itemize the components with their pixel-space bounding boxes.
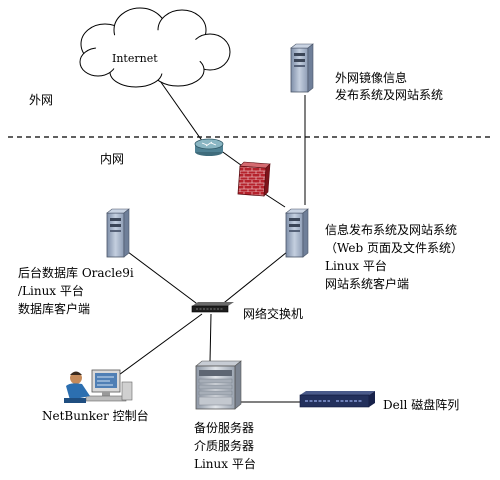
router-icon (194, 138, 224, 156)
switch-label: 网络交换机 (243, 307, 304, 321)
rack-server-icon (195, 360, 242, 410)
db-server-label-line: /Linux 平台 (18, 284, 84, 298)
link-db-server-switch (127, 251, 201, 307)
tower-server-icon (285, 208, 309, 258)
mirror-server-label: 外网镜像信息 发布系统及网站系统 (335, 70, 443, 104)
publish-server-label-line: （Web 页面及文件系统） (325, 241, 463, 255)
external-network-label: 外网 (29, 93, 54, 107)
internet-label: Internet (112, 52, 158, 65)
link-switch-backup-server (209, 313, 212, 363)
console-label: NetBunker 控制台 (42, 409, 149, 423)
disk-array-label: Dell 磁盘阵列 (383, 398, 460, 412)
firewall-icon (237, 161, 271, 197)
db-server-label: 后台数据库 Oracle9i /Linux 平台 数据库客户端 (18, 264, 134, 318)
backup-server-label: 备份服务器 介质服务器 Linux 平台 (194, 419, 256, 473)
db-server-label-line: 后台数据库 Oracle9i (18, 266, 134, 280)
link-publish-server-switch (219, 247, 293, 307)
backup-server-label-line: 介质服务器 (194, 439, 255, 453)
publish-server-label: 信息发布系统及网站系统 （Web 页面及文件系统） Linux 平台 网站系统客… (325, 221, 463, 293)
publish-server-label-line: 网站系统客户端 (325, 277, 410, 291)
tower-server-icon (106, 208, 130, 258)
backup-server-label-line: 备份服务器 (194, 421, 255, 435)
tower-server-icon (290, 43, 314, 93)
internal-network-label: 内网 (100, 152, 125, 166)
cloud-icon (79, 7, 231, 88)
disk-array-icon (299, 391, 375, 408)
network-switch-icon (191, 302, 234, 313)
publish-server-label-line: Linux 平台 (325, 259, 387, 273)
connections (111, 77, 306, 403)
link-internet-router (157, 77, 206, 146)
mirror-server-label-line: 发布系统及网站系统 (335, 88, 444, 102)
link-switch-console (111, 313, 203, 381)
publish-server-label-line: 信息发布系统及网站系统 (325, 223, 458, 237)
backup-server-label-line: Linux 平台 (194, 457, 256, 471)
db-server-label-line: 数据库客户端 (18, 302, 91, 316)
workstation-operator-icon (64, 369, 133, 403)
mirror-server-label-line: 外网镜像信息 (335, 71, 408, 85)
